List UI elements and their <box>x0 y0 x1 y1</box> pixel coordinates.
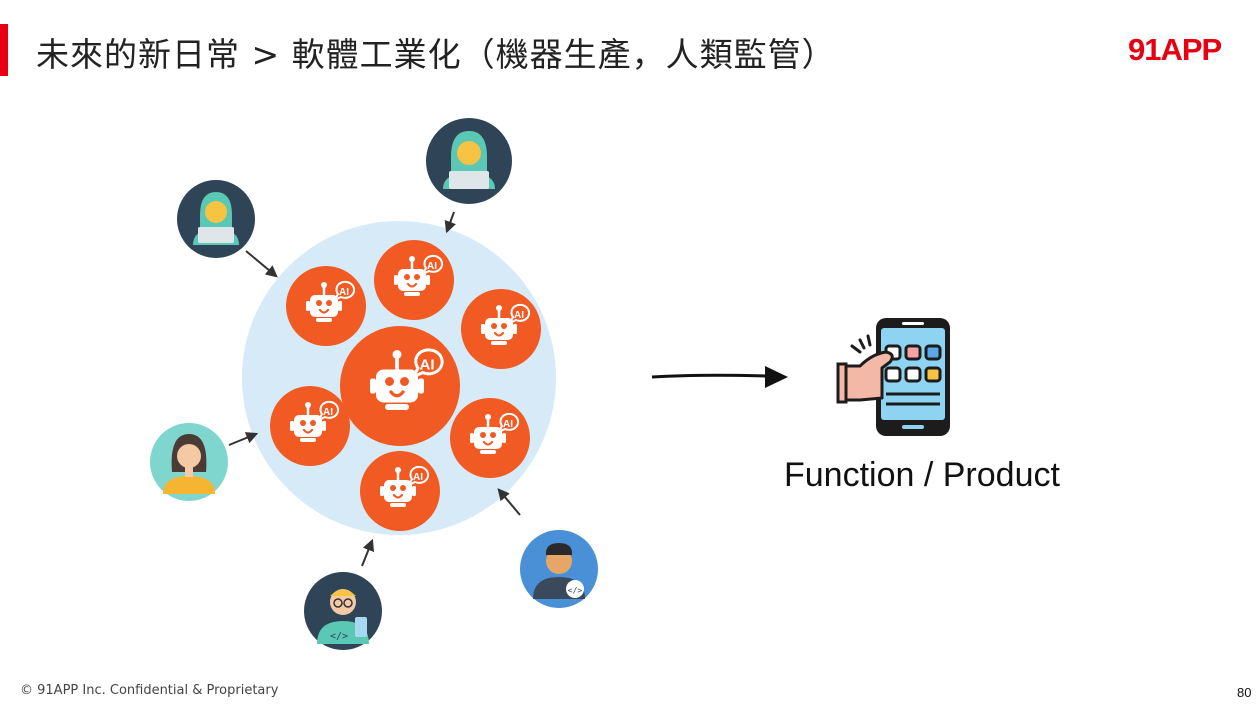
title-accent-bar <box>0 24 8 76</box>
arrow-hacker-left <box>245 250 278 278</box>
arrow-hacker-top <box>444 211 456 234</box>
robot-icon <box>284 264 368 348</box>
slide-title: 未來的新日常 > 軟體工業化（機器生產，人類監管） <box>36 35 836 74</box>
svg-text:</>: </> <box>568 586 583 595</box>
developer-avatar-bottom: </> <box>304 572 382 650</box>
product-label: Function / Product <box>784 456 1060 494</box>
hacker-avatar-left <box>177 180 255 258</box>
hacker-avatar-top <box>426 118 512 204</box>
robot-icon <box>268 384 352 468</box>
robot-icon <box>358 449 442 533</box>
robot-icon <box>372 238 456 322</box>
arrow-coder <box>497 488 521 516</box>
woman-avatar <box>150 423 228 501</box>
copyright-footer: © 91APP Inc. Confidential & Proprietary <box>20 683 279 698</box>
robot-icon <box>448 396 532 480</box>
flow-arrow <box>651 366 788 388</box>
coder-avatar-right: </> <box>520 530 598 608</box>
robot-icon <box>338 324 462 448</box>
svg-text:</>: </> <box>330 631 348 642</box>
robot-icon <box>459 287 543 371</box>
phone-app-icon <box>836 318 950 436</box>
brand-logo: 91APP <box>1128 32 1222 67</box>
arrow-woman <box>228 432 259 446</box>
arrow-developer <box>361 538 375 567</box>
page-number: 80 <box>1237 685 1252 700</box>
